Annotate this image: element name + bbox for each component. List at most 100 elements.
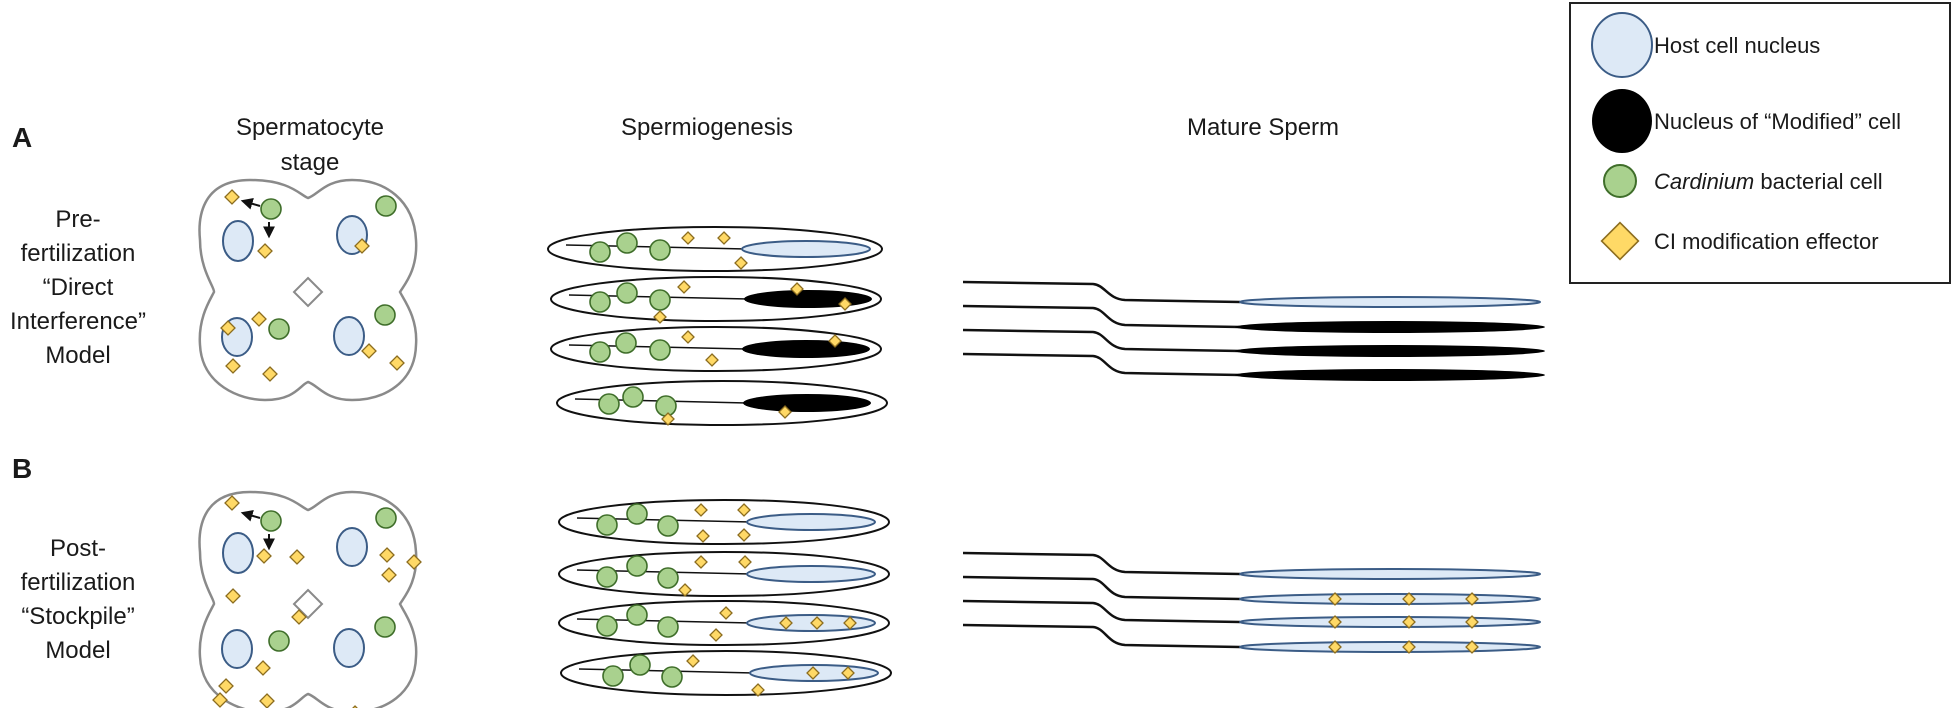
ci-effector bbox=[719, 606, 733, 620]
ci-effector bbox=[843, 616, 857, 630]
cardinium-bacterium bbox=[375, 195, 397, 217]
modified-nucleus bbox=[742, 340, 870, 358]
host-cell-nucleus bbox=[741, 240, 871, 258]
ci-effector bbox=[751, 683, 765, 697]
svg-text:fertilization: fertilization bbox=[21, 569, 136, 596]
host-cell-nucleus bbox=[1239, 616, 1541, 628]
ci-effector bbox=[1465, 615, 1479, 629]
mature-sperm-group-b bbox=[962, 551, 1541, 654]
host-cell-nucleus bbox=[1239, 296, 1541, 308]
modified-nucleus bbox=[743, 394, 871, 412]
ci-effector bbox=[717, 231, 731, 245]
ci-effector bbox=[361, 343, 377, 359]
ci-effector bbox=[737, 503, 751, 517]
legend-host-nucleus-swatch bbox=[1591, 12, 1653, 78]
cardinium-bacterium bbox=[622, 386, 644, 408]
ci-effector bbox=[1402, 592, 1416, 606]
ci-effector bbox=[257, 243, 273, 259]
ci-effector bbox=[1328, 640, 1342, 654]
panel-a-letter: A bbox=[12, 122, 32, 153]
modified-nucleus bbox=[1235, 345, 1545, 357]
ci-effector bbox=[389, 355, 405, 371]
ci-effector bbox=[694, 555, 708, 569]
ci-effector bbox=[225, 358, 241, 374]
modified-nucleus bbox=[1235, 321, 1545, 333]
cardinium-bacterium bbox=[649, 239, 671, 261]
cardinium-bacterium bbox=[260, 510, 282, 532]
ci-effector bbox=[251, 311, 267, 327]
ci-effector bbox=[259, 693, 275, 708]
cardinium-bacterium bbox=[649, 289, 671, 311]
cardinium-bacterium bbox=[626, 604, 648, 626]
ci-effector bbox=[224, 189, 240, 205]
host-cell-nucleus bbox=[746, 513, 876, 531]
host-cell-nucleus bbox=[222, 220, 254, 262]
ci-effector bbox=[1465, 640, 1479, 654]
ci-effector bbox=[686, 654, 700, 668]
svg-text:fertilization: fertilization bbox=[21, 240, 136, 267]
panel-b-letter: B bbox=[12, 453, 32, 484]
ci-effector bbox=[661, 412, 675, 426]
cardinium-bacterium bbox=[598, 393, 620, 415]
ci-effector bbox=[705, 353, 719, 367]
spermatocyte-cell-b bbox=[198, 490, 422, 708]
cardinium-bacterium bbox=[268, 630, 290, 652]
ci-effector bbox=[1465, 592, 1479, 606]
modified-nucleus bbox=[1235, 369, 1545, 381]
mature-sperm-group-a bbox=[962, 280, 1545, 381]
cardinium-bacterium bbox=[375, 507, 397, 529]
sperm-tail bbox=[962, 280, 1241, 304]
ci-effector bbox=[262, 366, 278, 382]
ci-effector bbox=[838, 297, 852, 311]
ci-effector bbox=[255, 660, 271, 676]
spermiogenesis-group-a bbox=[547, 226, 888, 426]
model-label-a: Pre- fertilization “Direct Interference”… bbox=[10, 206, 146, 369]
ci-effector bbox=[406, 554, 422, 570]
ci-effector bbox=[828, 334, 842, 348]
model-label-b: Post- fertilization “Stockpile” Model bbox=[21, 535, 136, 664]
cardinium-bacterium bbox=[661, 666, 683, 688]
svg-text:Interference”: Interference” bbox=[10, 308, 146, 335]
cell-junction bbox=[292, 588, 324, 620]
ci-effector bbox=[1328, 592, 1342, 606]
host-cell-nucleus bbox=[1239, 568, 1541, 580]
ci-effector bbox=[779, 616, 793, 630]
svg-text:Model: Model bbox=[45, 342, 110, 369]
cardinium-bacterium bbox=[626, 503, 648, 525]
ci-effector bbox=[354, 238, 370, 254]
ci-effector bbox=[218, 678, 234, 694]
heading-spermiogenesis: Spermiogenesis bbox=[621, 114, 793, 141]
secretion-arrow bbox=[240, 509, 261, 522]
host-cell-nucleus bbox=[1239, 593, 1541, 605]
ci-effector bbox=[709, 628, 723, 642]
heading-spermatocyte-stage: stage bbox=[281, 149, 340, 176]
host-cell-nucleus bbox=[221, 629, 253, 669]
ci-effector bbox=[379, 547, 395, 563]
cardinium-bacterium bbox=[649, 339, 671, 361]
secretion-arrow bbox=[240, 197, 261, 210]
host-cell-nucleus bbox=[1239, 641, 1541, 653]
cardinium-bacterium bbox=[626, 555, 648, 577]
ci-effector bbox=[681, 231, 695, 245]
ci-effector bbox=[381, 567, 397, 583]
cardinium-bacterium bbox=[615, 332, 637, 354]
legend-cardinium-label: Cardinium bacterial cell bbox=[1654, 169, 1883, 194]
cardinium-bacterium bbox=[629, 654, 651, 676]
svg-text:Post-: Post- bbox=[50, 535, 106, 562]
sperm-tail bbox=[962, 328, 1241, 353]
sperm-tail bbox=[962, 551, 1241, 576]
cardinium-bacterium bbox=[374, 304, 396, 326]
ci-effector bbox=[1402, 615, 1416, 629]
heading-mature-sperm: Mature Sperm bbox=[1187, 114, 1339, 141]
cardinium-bacterium bbox=[268, 318, 290, 340]
cardinium-bacterium bbox=[589, 241, 611, 263]
ci-effector bbox=[225, 588, 241, 604]
ci-effector bbox=[734, 256, 748, 270]
ci-effector bbox=[737, 528, 751, 542]
ci-effector bbox=[224, 495, 240, 511]
cardinium-bacterium bbox=[589, 291, 611, 313]
svg-text:“Direct: “Direct bbox=[43, 274, 114, 301]
cardinium-bacterium bbox=[374, 616, 396, 638]
host-cell-nucleus bbox=[333, 628, 365, 668]
modified-nucleus bbox=[744, 290, 872, 308]
